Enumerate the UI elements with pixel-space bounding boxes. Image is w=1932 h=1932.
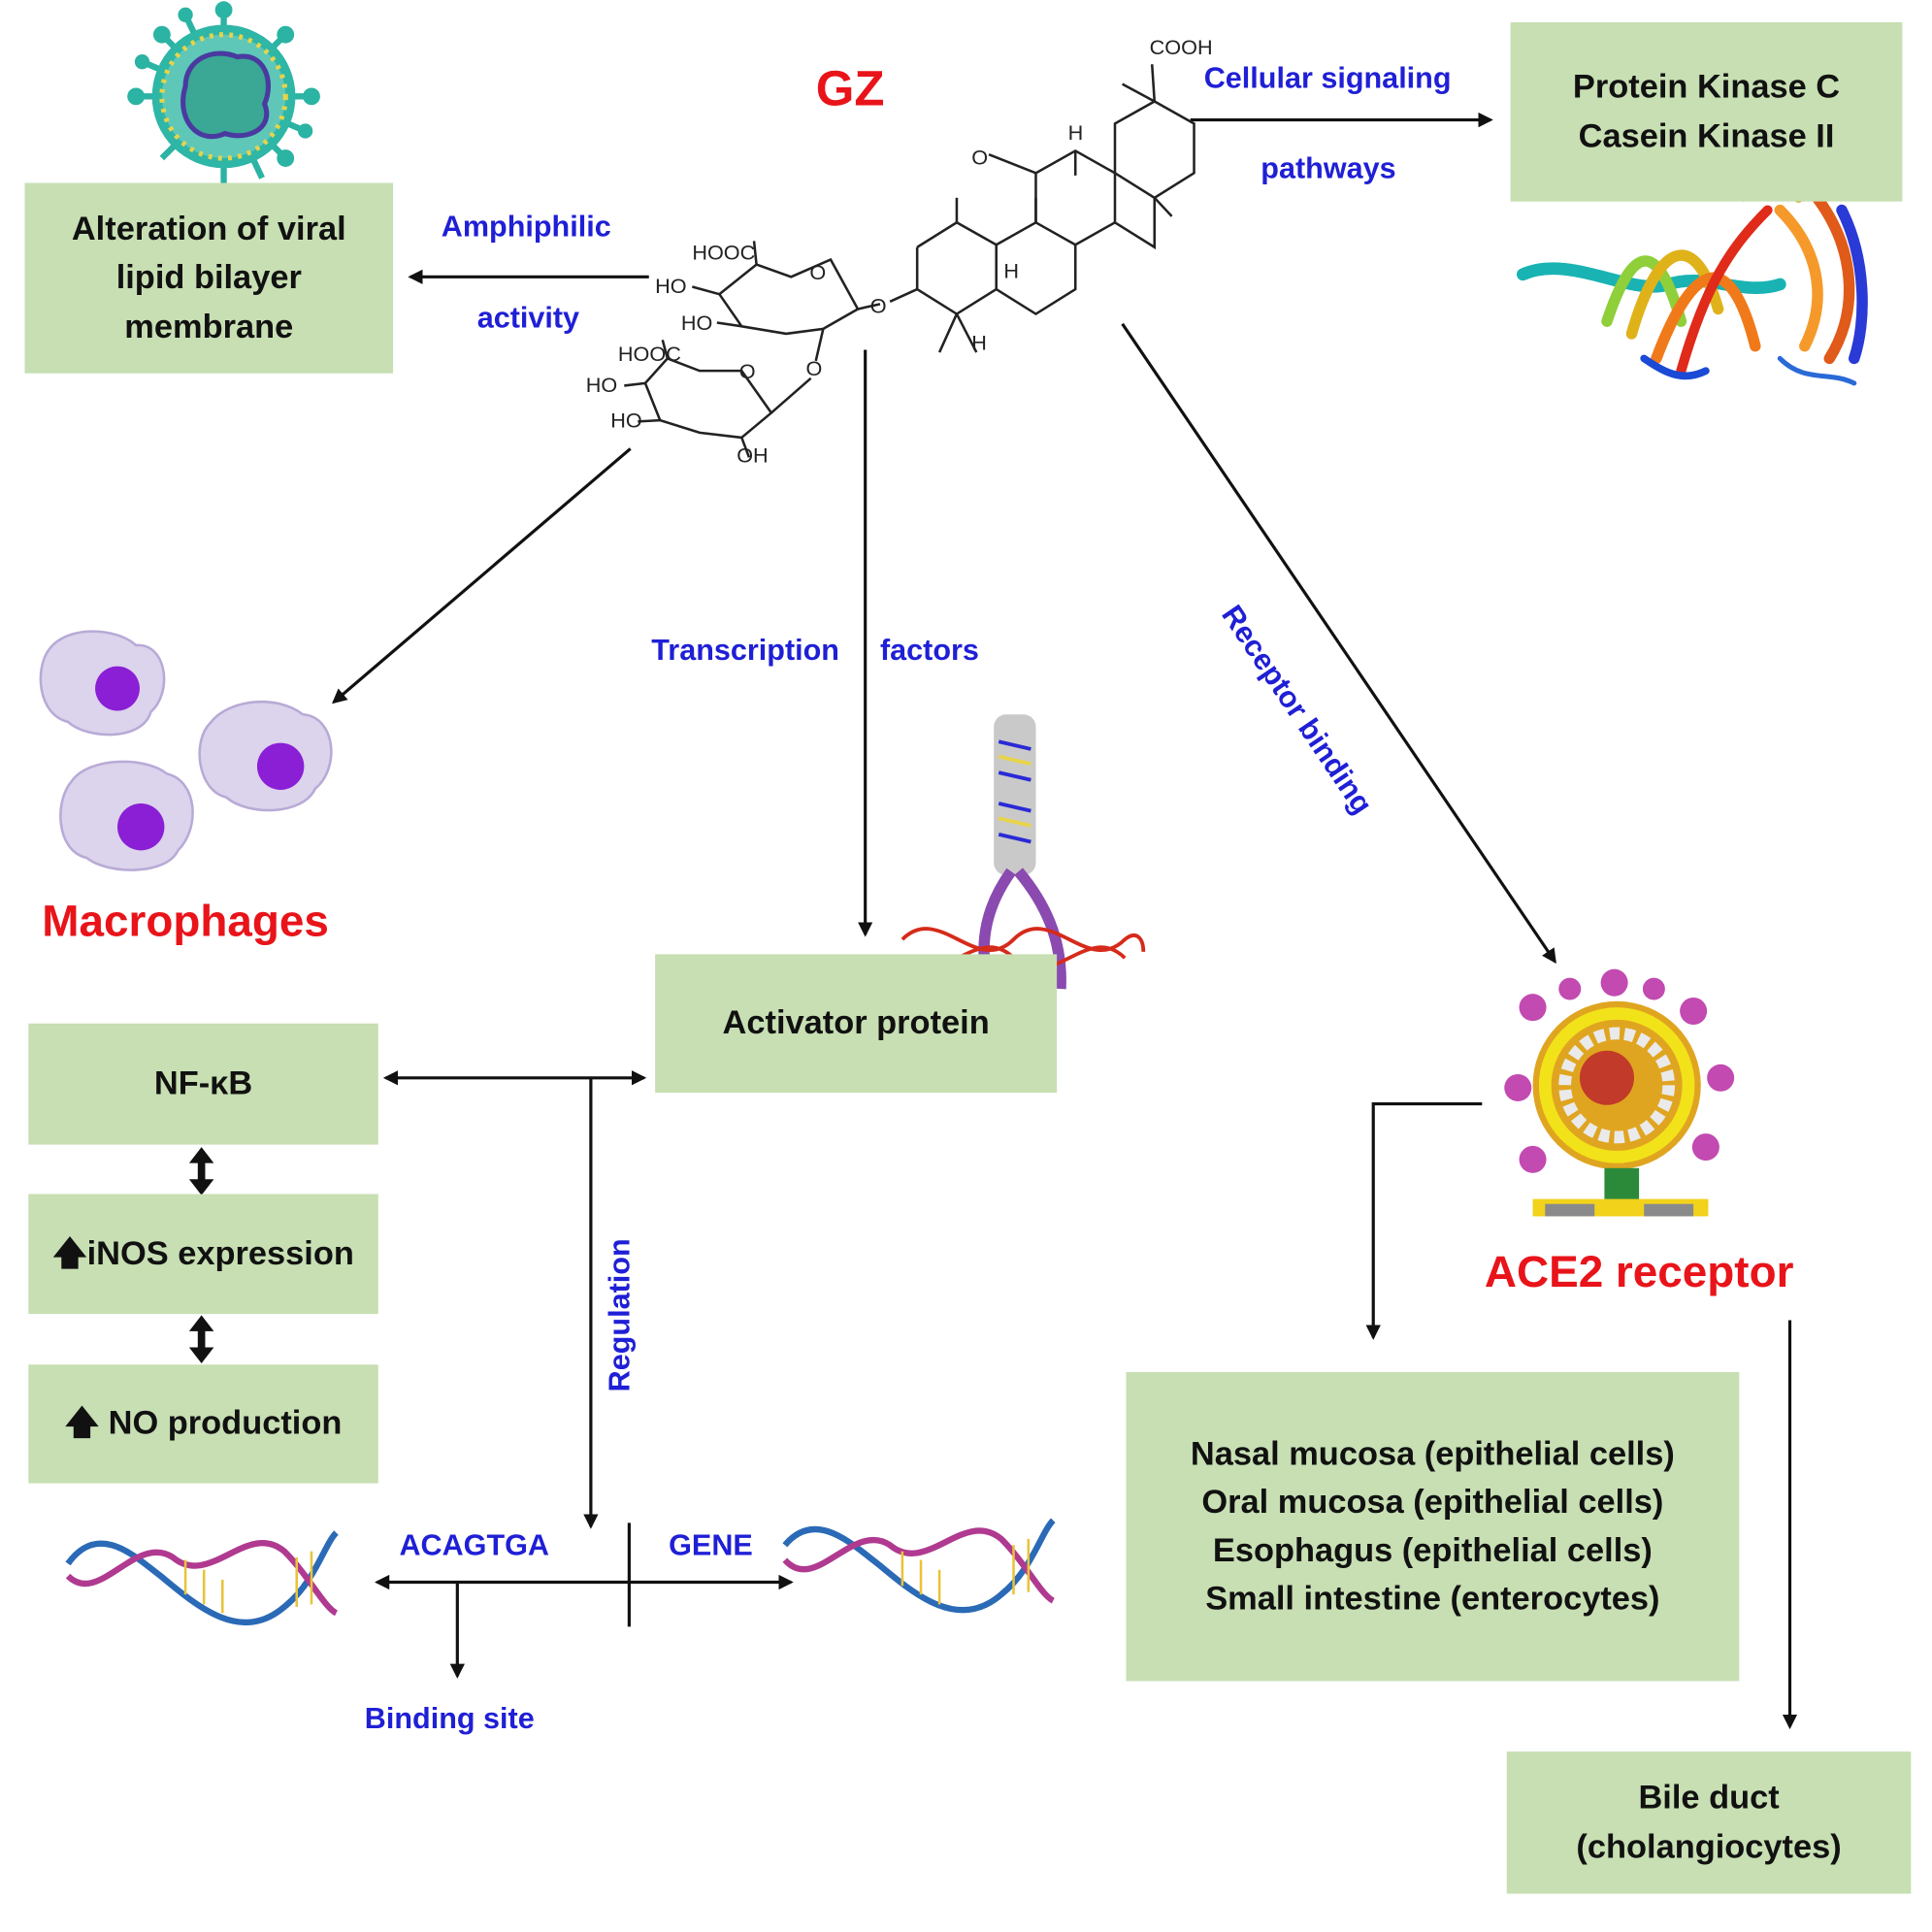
inos-box: 🡅iNOS expression (28, 1194, 378, 1315)
activity-label: activity (476, 301, 580, 336)
acagtga-label: ACAGTGA (399, 1528, 549, 1563)
ho-label: HO (681, 311, 712, 335)
cellular-signaling-label: Cellular signaling (1203, 61, 1452, 96)
binding-site-label: Binding site (364, 1702, 535, 1736)
inos-text: iNOS expression (86, 1234, 354, 1272)
nfkb-text: NF-κB (153, 1064, 253, 1102)
macrophage-icon (39, 630, 166, 737)
ho-label: HO (655, 274, 686, 298)
coronavirus-icon (1504, 968, 1735, 1217)
inos-line: 🡅iNOS expression (52, 1229, 354, 1278)
ketone-o-label: O (971, 145, 988, 169)
activator-protein-text: Activator protein (722, 1003, 990, 1042)
up-arrow-icon: 🡅 (64, 1404, 100, 1442)
no-line: 🡅 NO production (65, 1400, 343, 1449)
macrophages-heading: Macrophages (42, 895, 329, 946)
no-text: NO production (108, 1404, 343, 1442)
oh-label: OH (737, 442, 768, 467)
tissues-box: Nasal mucosa (epithelial cells) Oral muc… (1126, 1371, 1740, 1682)
ace2-heading: ACE2 receptor (1484, 1246, 1794, 1297)
tissue-line-2: Oral mucosa (epithelial cells) (1201, 1483, 1664, 1521)
h-label: H (971, 330, 987, 354)
factors-label: factors (879, 634, 979, 668)
regulation-label: Regulation (603, 1238, 638, 1392)
dna-helix-icon (65, 1530, 339, 1626)
ho-label: HO (610, 409, 641, 433)
arrow-to-macrophages (331, 447, 632, 704)
up-arrow-icon: 🡅 (52, 1234, 87, 1272)
virus-icon (127, 1, 320, 186)
kinase-line-1: Protein Kinase C (1572, 68, 1841, 106)
h-label: H (1003, 259, 1019, 283)
kinase-box: Protein Kinase C Casein Kinase II (1510, 21, 1903, 202)
o-ring-label: O (806, 356, 823, 380)
tissue-line-1: Nasal mucosa (epithelial cells) (1190, 1434, 1675, 1472)
ho-label: HO (586, 373, 617, 397)
kinase-protein-icon (1516, 175, 1868, 386)
transcription-label: Transcription (651, 634, 839, 668)
double-arrow-icon (188, 1315, 214, 1364)
tissue-line-4: Small intestine (enterocytes) (1205, 1580, 1660, 1618)
dna-protein-complex-icon (901, 714, 1146, 991)
arrow-to-tissues (1365, 1101, 1483, 1340)
arrow-to-ace2 (1121, 322, 1556, 965)
no-box: 🡅 NO production (28, 1364, 378, 1484)
pathways-label: pathways (1261, 151, 1396, 186)
hooc-label: HOOC (618, 342, 681, 366)
tissue-line-3: Esophagus (epithelial cells) (1212, 1531, 1653, 1569)
dna-helix-icon (782, 1518, 1056, 1614)
gene-label: GENE (669, 1528, 753, 1563)
double-arrow-icon (188, 1147, 214, 1195)
gz-title: GZ (815, 61, 885, 116)
hooc-label: HOOC (692, 241, 755, 265)
activator-protein-box: Activator protein (655, 954, 1058, 1094)
o-link-label: O (870, 293, 887, 317)
bile-line-2: (cholangiocytes) (1576, 1827, 1842, 1865)
bile-line-1: Bile duct (1638, 1779, 1780, 1817)
viral-membrane-line-3: membrane (124, 307, 294, 344)
viral-membrane-box: Alteration of viral lipid bilayer membra… (24, 182, 394, 374)
h-label: H (1068, 120, 1084, 145)
kinase-line-2: Casein Kinase II (1578, 116, 1835, 154)
viral-membrane-line-1: Alteration of viral (71, 210, 346, 248)
macrophage-icon (59, 760, 194, 871)
amphiphilic-label: Amphiphilic (441, 210, 611, 244)
macrophage-icon (198, 700, 333, 812)
viral-membrane-line-2: lipid bilayer (115, 258, 302, 296)
cooh-label: COOH (1150, 35, 1213, 59)
bidirectional-arrows (188, 1147, 214, 1364)
o-ring-label: O (809, 260, 826, 284)
nfkb-box: NF-κB (28, 1023, 378, 1145)
bile-duct-box: Bile duct (cholangiocytes) (1506, 1752, 1912, 1894)
o-ring-label: O (739, 359, 756, 383)
